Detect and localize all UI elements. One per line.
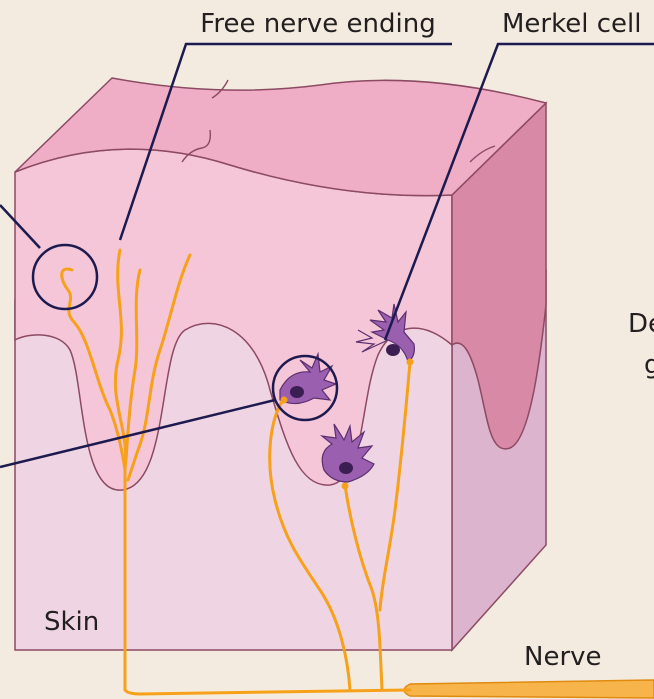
label-cut-right-1: De: [628, 309, 654, 339]
label-skin: Skin: [44, 607, 99, 637]
merkel-cell-c-nucleus: [386, 344, 400, 356]
merkel-disc-a: [281, 397, 288, 404]
label-nerve: Nerve: [524, 642, 602, 672]
merkel-disc-b: [342, 483, 349, 490]
label-cut-right-2: g: [644, 350, 654, 380]
label-free-nerve-ending: Free nerve ending: [200, 9, 435, 39]
merkel-cell-b-nucleus: [339, 462, 353, 474]
merkel-cell-a-nucleus: [290, 386, 304, 398]
label-merkel-cell: Merkel cell: [502, 9, 641, 39]
nerve-bundle: [404, 680, 654, 698]
merkel-disc-c: [407, 359, 414, 366]
